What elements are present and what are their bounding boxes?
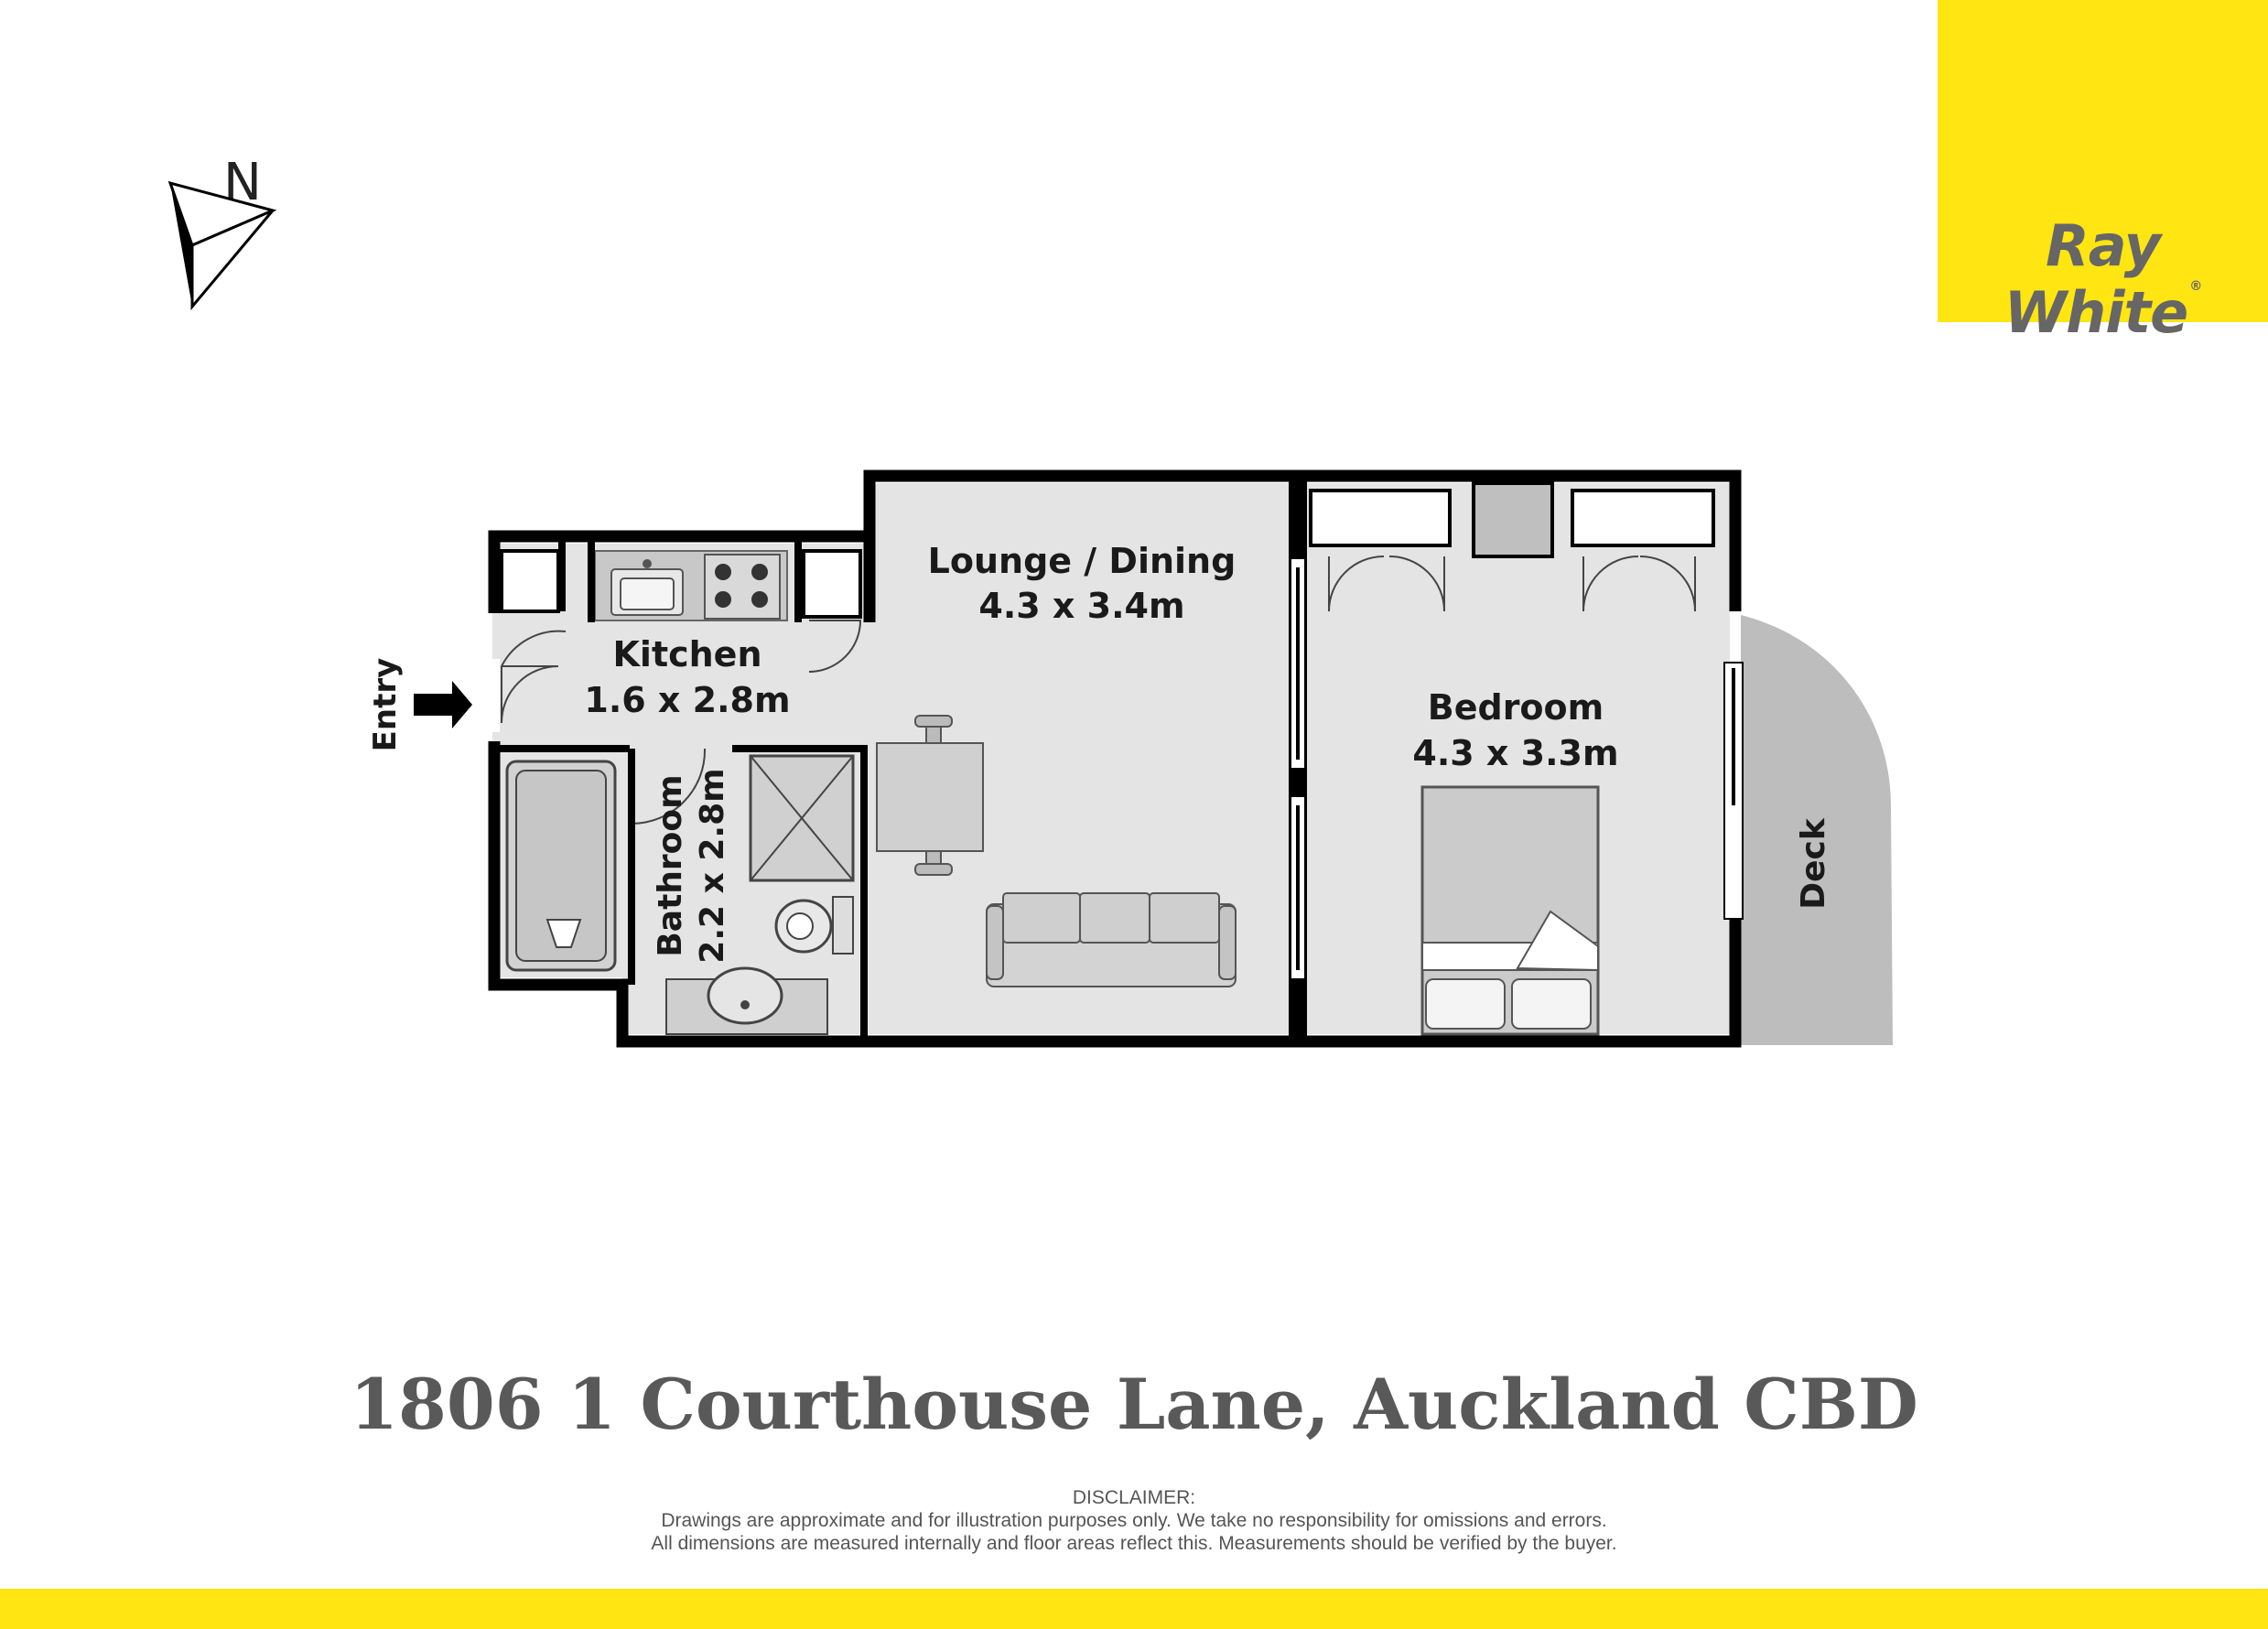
- kitchen-cupboard-right: [802, 549, 862, 619]
- brand-logo-text: Ray White®: [2003, 212, 2202, 346]
- entry-label: Entry: [367, 658, 404, 752]
- bed-icon: [1420, 785, 1600, 1036]
- exterior-walls: [488, 469, 1742, 1048]
- north-arrow-icon: N: [167, 153, 277, 311]
- bathtub-icon: [505, 760, 617, 972]
- door-swings: [501, 556, 1696, 825]
- sink-icon: [610, 559, 684, 616]
- disclaimer-line-2: All dimensions are measured internally a…: [651, 1533, 1617, 1554]
- bedroom-wardrobe-right: [1571, 489, 1715, 547]
- riser-shaft: [1472, 481, 1554, 558]
- kitchen-dims: 1.6 x 2.8m: [584, 680, 790, 720]
- bottom-accent-bar: [0, 1589, 2268, 1629]
- toilet-icon: [774, 896, 854, 955]
- cooktop-icon: [704, 554, 781, 620]
- sofa-icon: [986, 892, 1237, 987]
- deck-name: Deck: [1795, 817, 1832, 910]
- bedroom-dims: 4.3 x 3.3m: [1412, 733, 1618, 773]
- disclaimer-title: DISCLAIMER:: [1072, 1487, 1196, 1508]
- kitchen-name: Kitchen: [612, 634, 761, 674]
- entry-arrow-icon: [414, 681, 472, 728]
- interior-walls: [494, 540, 868, 1040]
- property-address: 1806 1 Courthouse Lane, Auckland CBD: [350, 1364, 1918, 1445]
- dining-table-icon: [876, 715, 984, 876]
- deck-area: [1741, 615, 1893, 1045]
- brand-logo: Ray White®: [1938, 0, 2268, 346]
- bedroom-wardrobe-left: [1309, 489, 1452, 547]
- bedroom-name: Bedroom: [1428, 687, 1604, 728]
- lounge-dims: 4.3 x 3.4m: [978, 586, 1184, 626]
- bathroom-name: Bathroom: [652, 774, 689, 956]
- lounge-name: Lounge / Dining: [928, 541, 1237, 581]
- entry-opening: [489, 659, 500, 732]
- bathroom-dims: 2.2 x 2.8m: [694, 768, 731, 963]
- shower-icon: [749, 754, 855, 882]
- disclaimer: DISCLAIMER: Drawings are approximate and…: [0, 1486, 2268, 1555]
- vanity-basin-icon: [665, 966, 828, 1035]
- disclaimer-line-1: Drawings are approximate and for illustr…: [661, 1510, 1607, 1531]
- kitchen-cupboard-left: [500, 549, 560, 613]
